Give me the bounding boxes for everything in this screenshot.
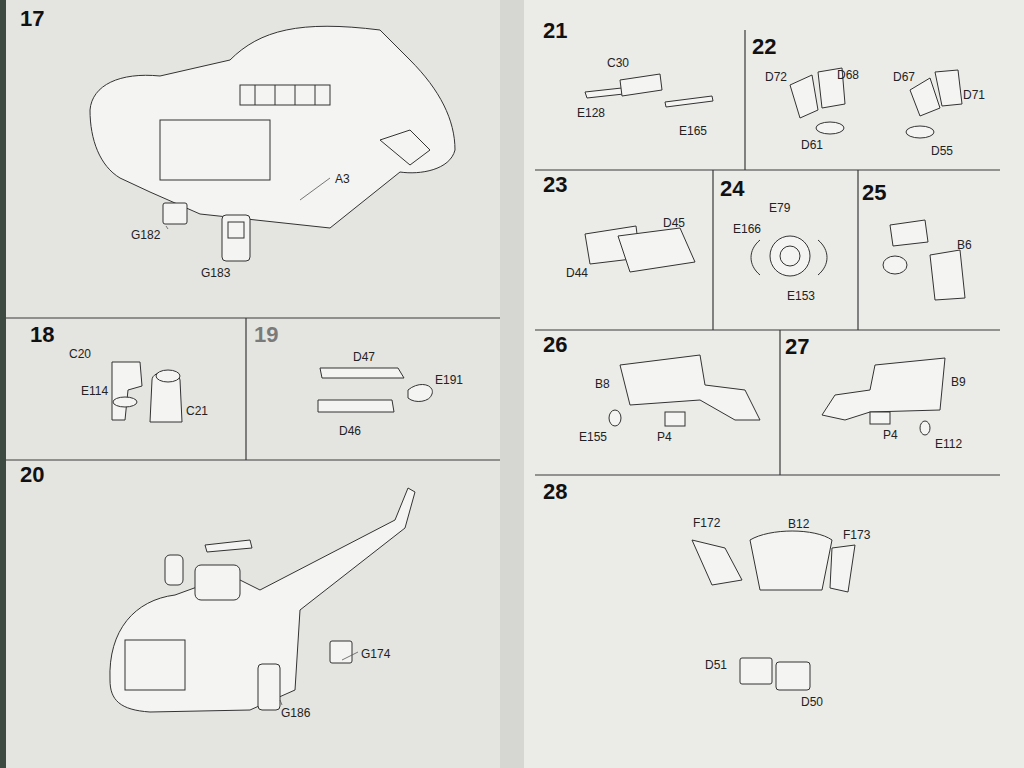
step-panel: 26 xyxy=(535,330,780,475)
part-number: P4 xyxy=(656,430,673,444)
part-number: G174 xyxy=(360,647,391,661)
part-number: P4 xyxy=(882,428,899,442)
part-number: E112 xyxy=(934,437,963,451)
step-panel: 20 xyxy=(6,460,500,768)
step-number: 17 xyxy=(20,8,44,30)
step-number: 25 xyxy=(862,182,886,204)
part-number: G183 xyxy=(200,266,231,280)
step-number: 28 xyxy=(543,481,567,503)
part-number: B6 xyxy=(956,238,973,252)
part-number: D50 xyxy=(800,695,824,709)
step-number: 27 xyxy=(785,336,809,358)
part-number: E155 xyxy=(578,430,608,444)
step-number: 24 xyxy=(720,178,744,200)
part-number: G186 xyxy=(280,706,311,720)
part-number: B12 xyxy=(787,517,810,531)
part-number: B9 xyxy=(950,375,967,389)
part-number: F173 xyxy=(842,528,871,542)
part-number: E153 xyxy=(786,289,816,303)
step-panel: 17 xyxy=(6,0,500,318)
part-number: B8 xyxy=(594,377,611,391)
step-panel: 22 xyxy=(745,0,1000,170)
part-number: E166 xyxy=(732,222,762,236)
part-number: C21 xyxy=(185,404,209,418)
part-number: E165 xyxy=(678,124,708,138)
step-panel: 21 xyxy=(535,0,745,170)
part-number: D44 xyxy=(565,266,589,280)
part-number: G182 xyxy=(130,228,161,242)
step-panel: 27 xyxy=(780,330,1000,475)
step-panel: 24 xyxy=(713,170,858,330)
part-number: A3 xyxy=(334,172,351,186)
step-number: 20 xyxy=(20,464,44,486)
step-panel: 23 xyxy=(535,170,713,330)
step-panel: 25 xyxy=(858,170,1000,330)
part-number: D71 xyxy=(962,88,986,102)
part-number: D61 xyxy=(800,138,824,152)
part-number: D47 xyxy=(352,350,376,364)
part-number: D45 xyxy=(662,216,686,230)
part-number: E79 xyxy=(768,201,791,215)
step-panel: 18 xyxy=(6,318,246,460)
part-number: D72 xyxy=(764,70,788,84)
part-number: D51 xyxy=(704,658,728,672)
part-number: D68 xyxy=(836,68,860,82)
part-number: C20 xyxy=(68,347,92,361)
step-number: 23 xyxy=(543,174,567,196)
part-number: E128 xyxy=(576,106,606,120)
step-number: 26 xyxy=(543,334,567,356)
part-number: F172 xyxy=(692,516,721,530)
part-number: D67 xyxy=(892,70,916,84)
part-number: E114 xyxy=(80,384,109,398)
step-number: 22 xyxy=(752,36,776,58)
part-number: E191 xyxy=(434,373,464,387)
part-number: D46 xyxy=(338,424,362,438)
step-panel: 28 xyxy=(535,475,1000,768)
step-panel: 19 xyxy=(246,318,500,460)
step-number: 19 xyxy=(254,324,278,346)
step-number: 21 xyxy=(543,20,567,42)
part-number: D55 xyxy=(930,144,954,158)
step-number: 18 xyxy=(30,324,54,346)
part-number: C30 xyxy=(606,56,630,70)
